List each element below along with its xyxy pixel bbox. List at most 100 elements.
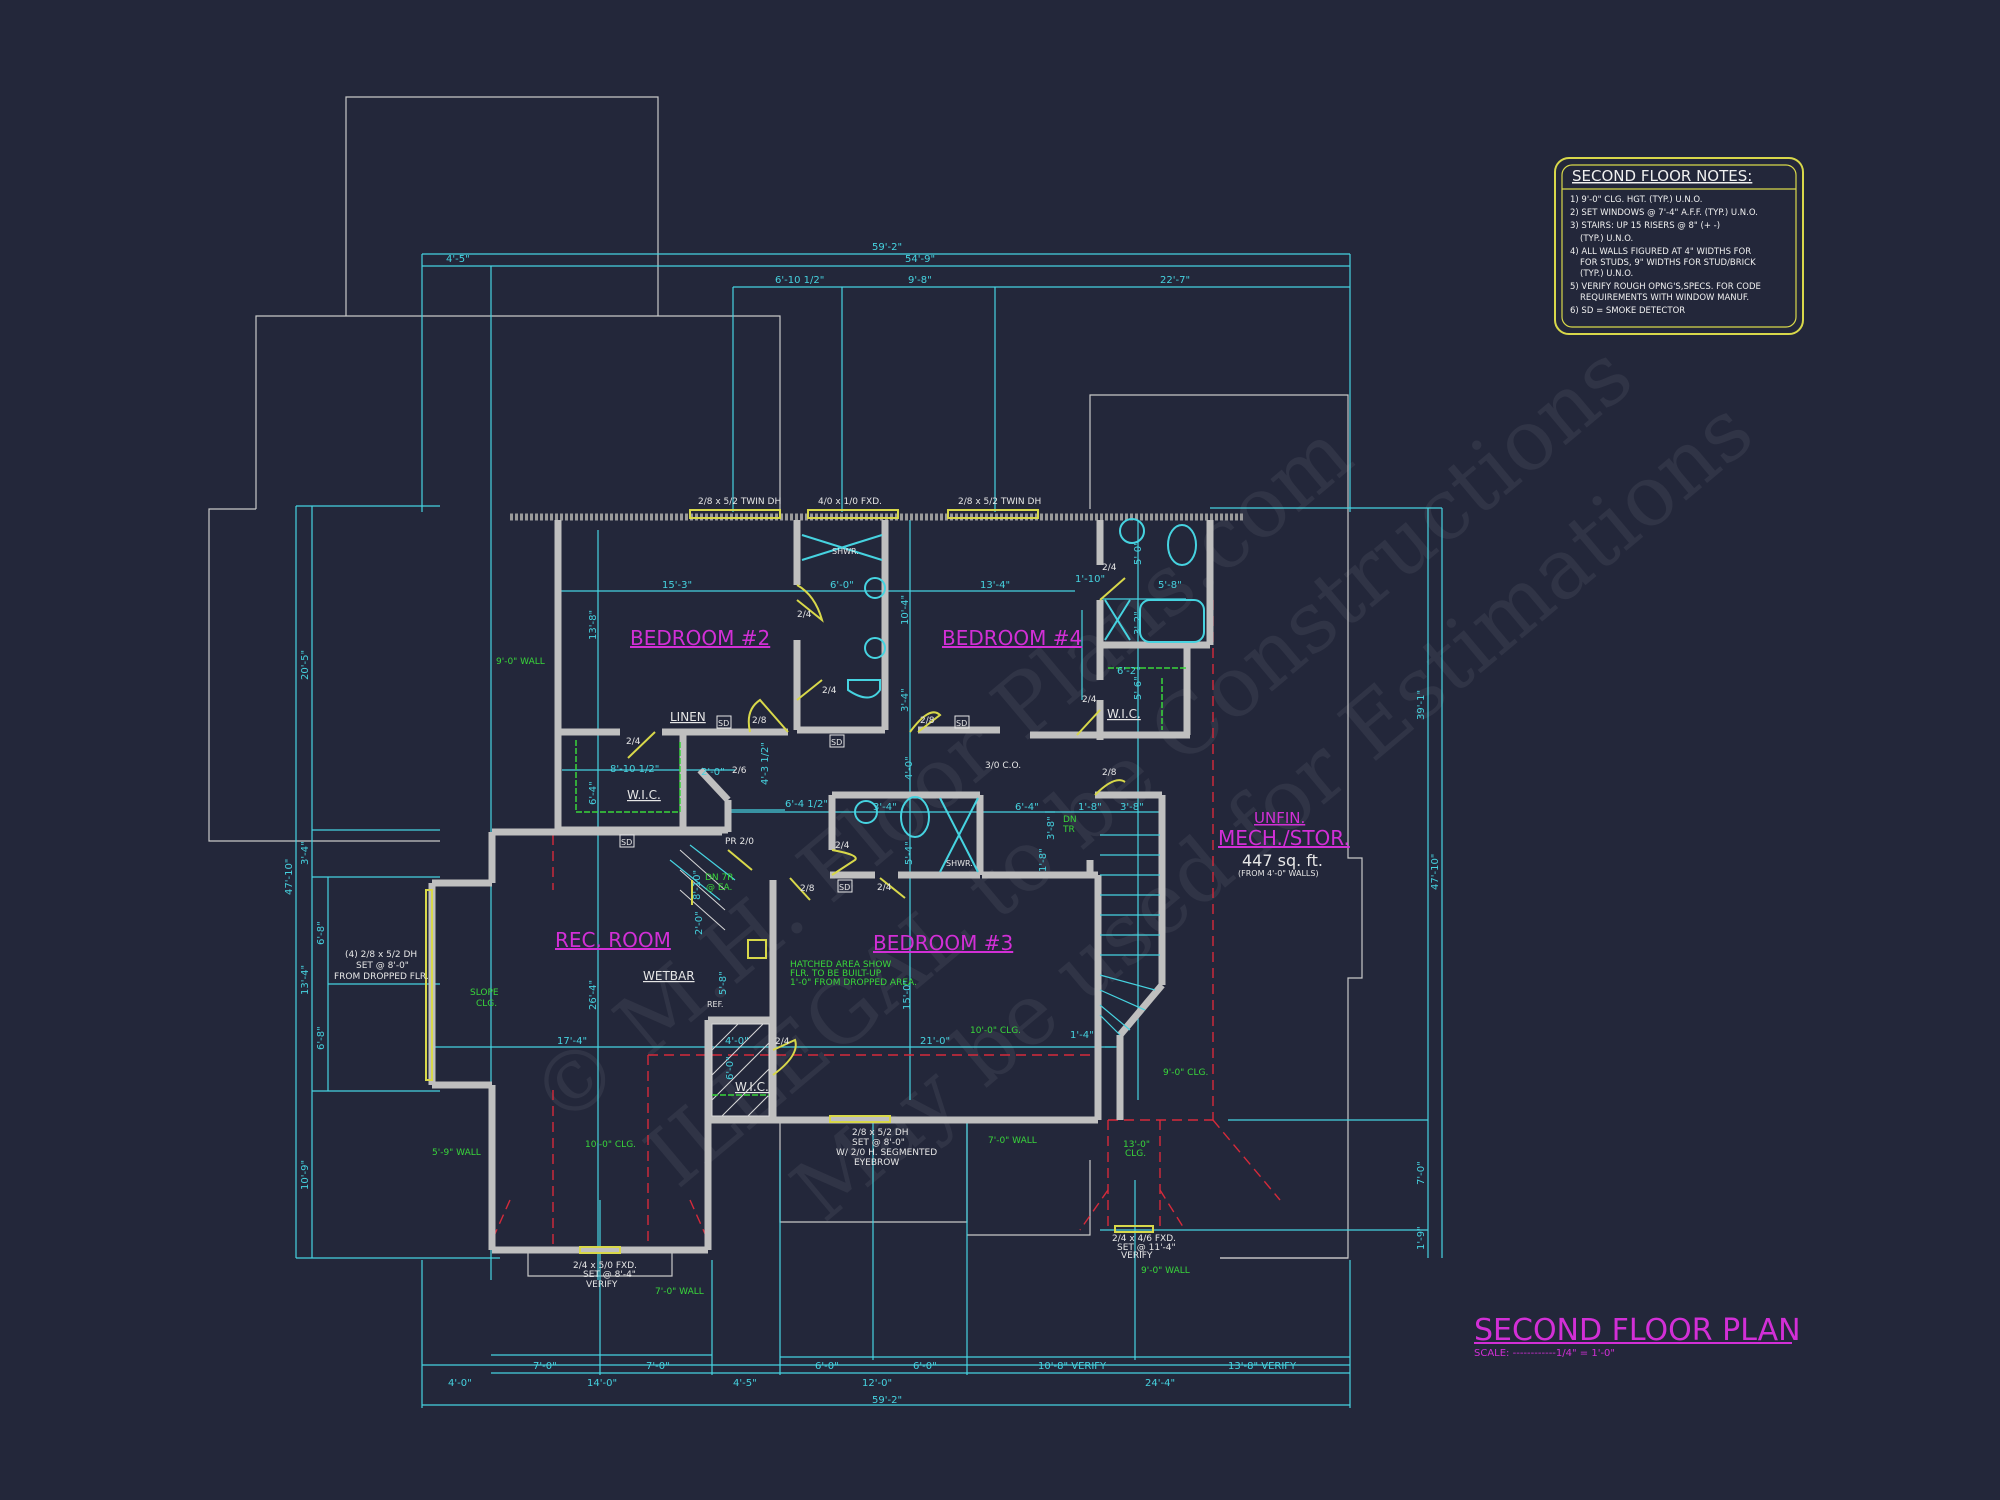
callout: CLG.	[476, 999, 497, 1009]
svg-text:2/4: 2/4	[797, 610, 812, 620]
room-label-rec-room: REC. ROOM	[555, 928, 671, 952]
callout: TR	[1062, 825, 1075, 835]
ceiling-lines	[489, 600, 1281, 1250]
note-line: 1) 9'-0" CLG. HGT. (TYP.) U.N.O.	[1570, 195, 1702, 205]
svg-text:6'-4": 6'-4"	[588, 781, 599, 805]
svg-text:5'-8": 5'-8"	[718, 971, 729, 995]
callout: DN 7R	[705, 873, 734, 883]
svg-text:13'-8" VERIFY: 13'-8" VERIFY	[1228, 1361, 1297, 1372]
svg-text:2/4: 2/4	[877, 883, 892, 893]
svg-text:4'-5": 4'-5"	[446, 254, 470, 265]
svg-text:2/4: 2/4	[1102, 563, 1117, 573]
window-label: 4/0 x 1/0 FXD.	[818, 497, 882, 507]
svg-text:6'-0": 6'-0"	[815, 1361, 839, 1372]
label-shower-1: SHWR.	[832, 547, 859, 556]
svg-text:ILLEGAL to be Constructions: ILLEGAL to be Constructions	[627, 325, 1650, 1206]
room-labels: BEDROOM #2 BEDROOM #4 BEDROOM #3 REC. RO…	[555, 547, 1350, 1094]
callout: 3/0 C.O.	[985, 761, 1021, 771]
room-label-mech: MECH./STOR.	[1218, 826, 1350, 850]
svg-text:7'-0": 7'-0"	[646, 1361, 670, 1372]
window-label: 2/8 x 5/2 TWIN DH	[958, 497, 1041, 507]
svg-text:5'-6": 5'-6"	[1133, 676, 1144, 700]
svg-text:6'-2": 6'-2"	[1117, 666, 1141, 677]
svg-text:47'-10": 47'-10"	[284, 859, 295, 895]
callout: 10'-0" CLG.	[970, 1026, 1021, 1036]
svg-text:4'-0": 4'-0"	[725, 1036, 749, 1047]
note-line: (TYP.) U.N.O.	[1580, 269, 1633, 279]
svg-text:39'-1": 39'-1"	[1416, 690, 1427, 720]
notes-title: SECOND FLOOR NOTES:	[1572, 167, 1752, 185]
callout: SLOPE	[470, 988, 499, 998]
callout: DN	[1063, 815, 1077, 825]
svg-text:PR 2/0: PR 2/0	[725, 837, 754, 847]
callout: 5'-9" WALL	[432, 1148, 481, 1158]
note-line: 3) STAIRS: UP 15 RISERS @ 8" (+ -)	[1570, 221, 1720, 231]
svg-text:6'-4 1/2": 6'-4 1/2"	[785, 799, 828, 810]
svg-text:SD: SD	[718, 719, 729, 728]
svg-text:10'-9": 10'-9"	[300, 1160, 311, 1190]
svg-text:14'-0": 14'-0"	[587, 1378, 617, 1389]
window-label: 2/8 x 5/2 TWIN DH	[698, 497, 781, 507]
svg-text:3'-4": 3'-4"	[873, 802, 897, 813]
svg-text:13'-8": 13'-8"	[588, 610, 599, 640]
svg-text:15'-0": 15'-0"	[902, 980, 913, 1010]
smoke-detector-labels: SD SD SD SD SD	[621, 719, 967, 892]
svg-text:1'-10": 1'-10"	[1075, 574, 1105, 585]
svg-text:10'-4": 10'-4"	[900, 595, 911, 625]
svg-text:59'-2": 59'-2"	[872, 1395, 902, 1406]
window-labels: 2/8 x 5/2 TWIN DH 4/0 x 1/0 FXD. 2/8 x 5…	[334, 497, 1176, 1290]
svg-text:9'-8": 9'-8"	[908, 275, 932, 286]
label-shower-2: SHWR.	[946, 859, 973, 868]
svg-text:8'-10 1/2": 8'-10 1/2"	[610, 764, 659, 775]
svg-text:4'-3 1/2": 4'-3 1/2"	[760, 742, 771, 785]
svg-text:1'-8": 1'-8"	[1038, 848, 1049, 872]
svg-text:3'-4": 3'-4"	[300, 841, 311, 865]
window-label: VERIFY	[586, 1280, 618, 1290]
svg-text:2/8: 2/8	[752, 716, 767, 726]
svg-text:4'-0": 4'-0"	[448, 1378, 472, 1389]
callout: 9'-0" WALL	[496, 657, 545, 667]
note-line: REQUIREMENTS WITH WINDOW MANUF.	[1580, 293, 1749, 303]
dimension-text: 59'-2" 4'-5" 54'-9" 6'-10 1/2" 9'-8" 22'…	[284, 242, 1441, 1406]
mech-area: 447 sq. ft.	[1242, 851, 1323, 870]
windows	[425, 509, 1154, 1254]
svg-text:6'-8": 6'-8"	[316, 1026, 327, 1050]
callout: HATCHED AREA SHOW	[790, 960, 891, 970]
window-label: W/ 2/0 H. SEGMENTED	[836, 1148, 937, 1158]
callout: @ EA.	[706, 883, 732, 893]
title-block: SECOND FLOOR PLAN SCALE: ------------1/4…	[1474, 1313, 1801, 1359]
svg-text:1'-4": 1'-4"	[1070, 1030, 1094, 1041]
label-ref: REF.	[707, 1000, 723, 1009]
svg-text:26'-4": 26'-4"	[588, 980, 599, 1010]
svg-text:21'-0": 21'-0"	[920, 1036, 950, 1047]
svg-text:20'-5": 20'-5"	[300, 650, 311, 680]
svg-text:54'-9": 54'-9"	[905, 254, 935, 265]
svg-text:6'-4": 6'-4"	[1015, 802, 1039, 813]
svg-text:59'-2": 59'-2"	[872, 242, 902, 253]
svg-text:5'-4": 5'-4"	[904, 841, 915, 865]
callout: 10'-0" CLG.	[585, 1140, 636, 1150]
svg-text:7'-0": 7'-0"	[1416, 1161, 1427, 1185]
drawing-scale: SCALE: ------------1/4" = 1'-0"	[1474, 1348, 1615, 1359]
walls	[428, 513, 1245, 1254]
window-label: EYEBROW	[854, 1158, 899, 1168]
svg-text:2/8: 2/8	[920, 716, 935, 726]
room-label-bedroom3: BEDROOM #3	[873, 931, 1013, 955]
window-label: SET @ 11'-4"	[1117, 1243, 1176, 1253]
label-wetbar: WETBAR	[643, 969, 695, 983]
dimension-lines	[295, 253, 1443, 1408]
svg-text:6'-0": 6'-0"	[725, 1056, 736, 1080]
callout: 1'-0" FROM DROPPED AREA.	[790, 978, 917, 988]
svg-text:13'-4": 13'-4"	[300, 965, 311, 995]
svg-text:4'-0": 4'-0"	[904, 756, 915, 780]
note-line: 2) SET WINDOWS @ 7'-4" A.F.F. (TYP.) U.N…	[1570, 208, 1758, 218]
note-line: 5) VERIFY ROUGH OPNG'S,SPECS. FOR CODE	[1570, 282, 1761, 292]
svg-text:6'-8": 6'-8"	[316, 921, 327, 945]
fixtures	[747, 518, 1205, 959]
callout: 7'-0" WALL	[988, 1136, 1037, 1146]
svg-text:2/4: 2/4	[822, 686, 837, 696]
room-label-bedroom4: BEDROOM #4	[942, 626, 1082, 650]
svg-text:1'-9": 1'-9"	[1416, 1226, 1427, 1250]
note-line: FOR STUDS, 9" WIDTHS FOR STUD/BRICK	[1580, 258, 1756, 268]
svg-text:2/4: 2/4	[1082, 695, 1097, 705]
